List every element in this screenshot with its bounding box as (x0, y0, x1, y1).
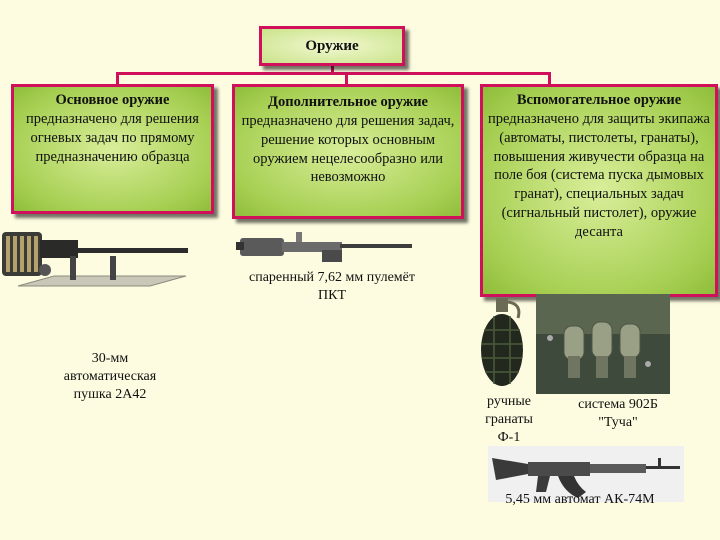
cannon-2a42-image (0, 214, 192, 298)
node-title: Вспомогательное оружие (483, 91, 715, 110)
node-title: Основное оружие (14, 91, 211, 110)
connector-horizontal (116, 72, 551, 75)
f1-grenade-image (478, 296, 526, 390)
caption-pkt: спаренный 7,62 мм пулемёт ПКТ (242, 269, 422, 305)
node-description: предназначено для решения огневых задач … (14, 110, 211, 167)
root-node-weapons: Оружие (259, 26, 405, 66)
pkt-machine-gun-image (236, 228, 416, 268)
root-title: Оружие (305, 38, 358, 54)
node-description: предназначено для решения задач, решение… (235, 112, 461, 187)
node-main-weapon: Основное оружие предназначено для решени… (11, 84, 214, 214)
caption-ak74m: 5,45 мм автомат АК-74М (480, 491, 680, 509)
caption-cannon-2a42: 30-мм автоматическая пушка 2А42 (48, 350, 172, 405)
node-title: Дополнительное оружие (235, 93, 461, 112)
node-auxiliary-weapon: Вспомогательное оружие предназначено для… (480, 84, 718, 297)
node-additional-weapon: Дополнительное оружие предназначено для … (232, 84, 464, 219)
caption-tucha-902b: система 902Б "Туча" (560, 396, 676, 432)
node-description: предназначено для защиты экипажа (автома… (483, 110, 715, 242)
caption-f1-grenades: ручные гранаты Ф-1 (476, 393, 542, 448)
tucha-902b-image (536, 294, 670, 394)
